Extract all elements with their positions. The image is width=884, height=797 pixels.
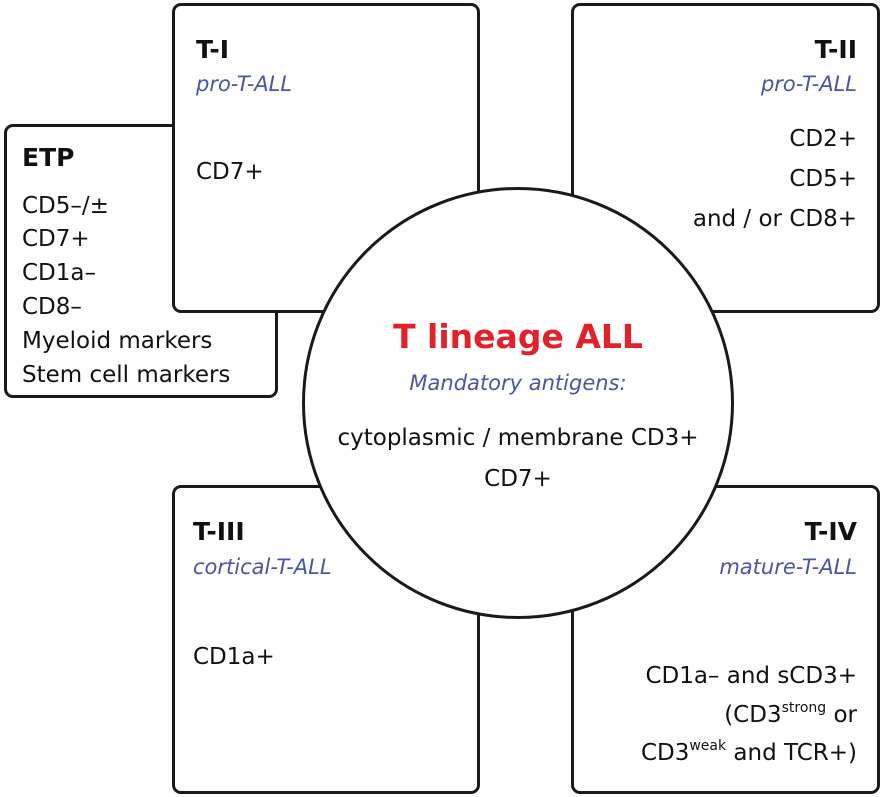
t4-marker-2-sup: strong <box>781 700 827 717</box>
t2-subtitle: pro-T-ALL <box>760 72 857 96</box>
etp-marker-1: CD5–/± <box>22 193 109 219</box>
t4-title: T-IV <box>804 517 857 546</box>
t4-marker-3-suffix: and TCR+) <box>726 740 857 766</box>
etp-marker-6: Stem cell markers <box>22 362 231 388</box>
t4-marker-2-suffix: or <box>826 702 857 728</box>
t4-marker-1: CD1a– and sCD3+ <box>645 663 857 689</box>
center-circle <box>302 187 734 619</box>
etp-marker-5: Myeloid markers <box>22 328 213 354</box>
t3-subtitle: cortical-T-ALL <box>193 555 332 579</box>
center-line-2: CD7+ <box>484 466 552 492</box>
t1-marker-1: CD7+ <box>196 159 264 185</box>
t2-marker-1: CD2+ <box>789 126 857 152</box>
center-line-1: cytoplasmic / membrane CD3+ <box>337 425 699 451</box>
t2-marker-2: CD5+ <box>789 166 857 192</box>
t4-marker-3: CD3weak and TCR+) <box>640 739 857 766</box>
t1-title: T-I <box>196 35 230 64</box>
t4-marker-2: (CD3strong or <box>724 701 857 728</box>
etp-marker-4: CD8– <box>22 294 82 320</box>
t3-marker-1: CD1a+ <box>193 644 275 670</box>
etp-title: ETP <box>22 143 75 172</box>
t4-marker-2-prefix: (CD3 <box>724 702 782 728</box>
center-title: T lineage ALL <box>393 317 643 356</box>
t4-subtitle: mature-T-ALL <box>719 555 857 579</box>
t4-marker-3-prefix: CD3 <box>640 740 690 766</box>
t2-marker-3: and / or CD8+ <box>692 206 857 232</box>
t1-subtitle: pro-T-ALL <box>196 72 293 96</box>
t2-title: T-II <box>814 35 857 64</box>
t3-title: T-III <box>193 517 245 546</box>
etp-marker-2: CD7+ <box>22 226 90 252</box>
etp-marker-3: CD1a– <box>22 260 96 286</box>
t4-marker-3-sup: weak <box>689 738 727 755</box>
center-subtitle: Mandatory antigens: <box>409 371 627 395</box>
